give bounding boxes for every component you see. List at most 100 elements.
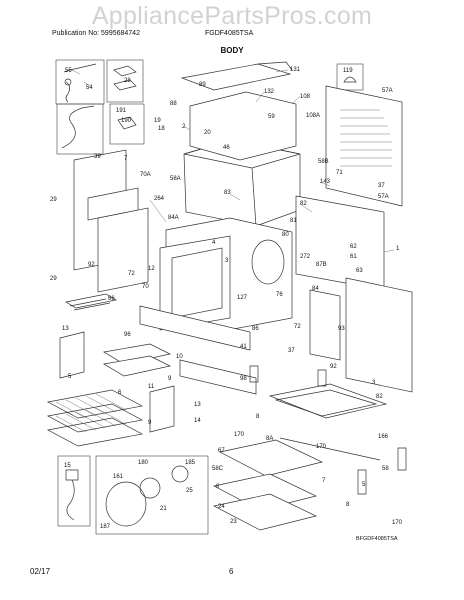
callout-23: 23 [230, 519, 237, 525]
callout-161: 161 [113, 474, 124, 480]
top-panel [180, 63, 292, 91]
callout-7-b: 7 [322, 478, 326, 484]
callout-61: 61 [350, 254, 357, 260]
oven-front-frame [159, 235, 231, 331]
model-number: FGDF4085TSA [205, 30, 254, 37]
callout-72-b: 72 [294, 324, 301, 330]
callout-13-a: 13 [62, 326, 69, 332]
callout-58b: 58B [318, 159, 329, 165]
callout-180: 180 [138, 460, 149, 466]
callout-81: 81 [290, 218, 297, 224]
callout-54: 54 [86, 85, 93, 91]
callout-93: 93 [338, 326, 345, 332]
callout-58a: 58A [170, 176, 181, 182]
inset-box-lamp [336, 63, 364, 91]
callout-86: 86 [252, 326, 259, 332]
callout-3-a: 3 [225, 258, 229, 264]
callout-37: 37 [378, 183, 385, 189]
callout-29-a: 29 [50, 197, 57, 203]
callout-57a: 57A [382, 88, 393, 94]
back-panel [325, 85, 403, 207]
callout-70a: 70A [140, 172, 151, 178]
callout-28: 28 [124, 78, 131, 84]
cord-part [61, 105, 95, 149]
side-panel [345, 277, 413, 393]
callout-24: 24 [218, 504, 225, 510]
callout-143: 143 [320, 179, 331, 185]
callout-29-b: 29 [50, 276, 57, 282]
callout-84a: 84A [168, 215, 179, 221]
callout-92-b: 92 [330, 364, 337, 370]
callout-labels: 55 54 28 88 89 131 119 57A 132 108 108A … [50, 67, 403, 530]
drawer-trim [179, 359, 257, 395]
callout-58c: 58C [212, 466, 224, 472]
diagram-code: BFGDF4085TSA [356, 536, 398, 542]
broil-element-assembly [218, 439, 324, 477]
callout-272: 272 [300, 254, 311, 260]
callout-166: 166 [378, 434, 389, 440]
callout-46: 46 [223, 145, 230, 151]
callout-5-b: 5 [362, 482, 366, 488]
callout-9: 9 [168, 376, 172, 382]
drawer-rail [279, 437, 381, 461]
connector-part [64, 78, 72, 86]
callout-12: 12 [148, 266, 155, 272]
watermark: AppliancePartsPros.com [91, 2, 373, 30]
callout-83: 83 [224, 190, 231, 196]
callout-80: 80 [282, 232, 289, 238]
burner-box [189, 91, 297, 161]
callout-9-b: 9 [148, 420, 152, 426]
page-number: 6 [229, 567, 234, 576]
callout-89: 89 [199, 82, 206, 88]
section-title: BODY [220, 46, 244, 55]
callout-39: 39 [94, 154, 101, 160]
switch-part [117, 116, 137, 130]
bake-element [65, 293, 117, 311]
side-rail [309, 289, 341, 361]
callout-58: 58 [382, 466, 389, 472]
back-panel-vents [340, 109, 392, 167]
left-insulation [97, 207, 149, 293]
callout-8-a: 8 [256, 414, 260, 420]
callout-2: 2 [182, 124, 186, 130]
left-bracket [87, 187, 139, 221]
callout-70: 70 [142, 284, 149, 290]
callout-98: 98 [240, 376, 247, 382]
callout-92-a: 92 [88, 262, 95, 268]
callout-131: 131 [290, 67, 301, 73]
publication-number: Publication No: 5995684742 [52, 30, 140, 37]
inset-box-harness [57, 455, 91, 527]
callout-67: 67 [218, 448, 225, 454]
callout-20: 20 [204, 130, 211, 136]
broiler-pan [103, 343, 172, 365]
callout-87b: 87B [316, 262, 327, 268]
inset-box-cord [56, 103, 104, 155]
callout-7: 7 [124, 156, 128, 162]
fan-housing [105, 481, 147, 527]
rack-supports [59, 331, 175, 433]
callout-170-b: 170 [316, 444, 327, 450]
drawer-base [268, 383, 388, 419]
inset-box-switch [109, 103, 145, 145]
callout-82-b: 82 [376, 394, 383, 400]
harness-part [65, 469, 79, 521]
inset-box-bracket [106, 59, 144, 103]
callout-6-b: 6 [216, 484, 220, 490]
callout-21: 21 [160, 506, 167, 512]
callout-15: 15 [64, 463, 71, 469]
callout-170-a: 170 [234, 432, 245, 438]
callout-25: 25 [186, 488, 193, 494]
callout-76: 76 [276, 292, 283, 298]
callout-190: 190 [121, 118, 132, 124]
oven-racks [46, 389, 144, 447]
callout-264: 264 [154, 196, 165, 202]
lamp-part [343, 76, 357, 83]
callout-55: 55 [65, 68, 72, 74]
callout-170-c: 170 [392, 520, 403, 526]
callout-10: 10 [176, 354, 183, 360]
inset-box-wire [55, 59, 105, 105]
callout-108a: 108A [306, 113, 320, 119]
callout-18: 18 [158, 126, 165, 132]
callout-59: 59 [268, 114, 275, 120]
